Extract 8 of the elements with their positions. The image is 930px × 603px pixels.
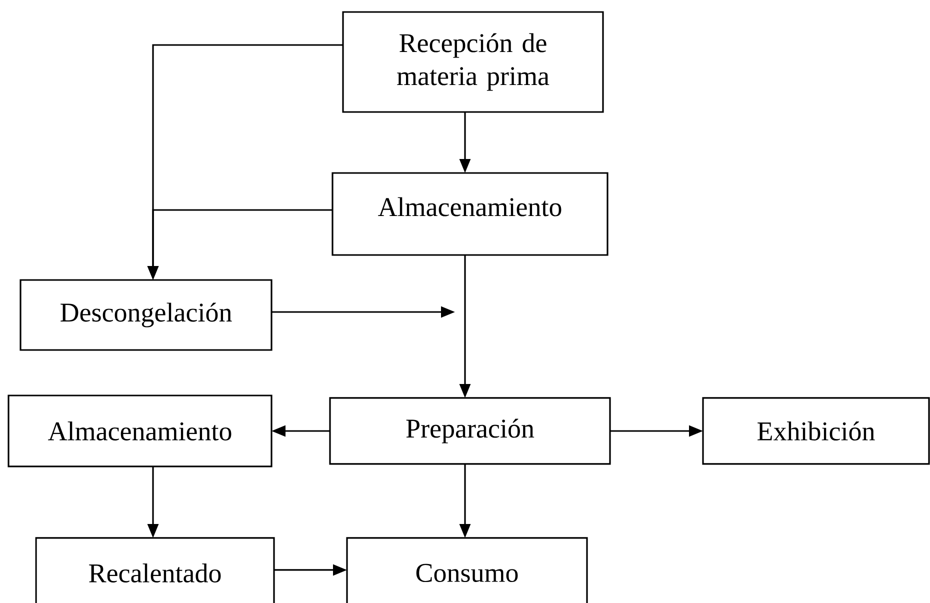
process-box: Consumo [346,537,588,603]
process-box: Exhibición [702,397,930,465]
process-box: Recalentado [35,537,275,603]
process-box: Recepción de materia prima [342,11,604,113]
process-box: Preparación [329,397,611,465]
process-box: Descongelación [20,279,272,351]
process-box: Almacenamiento [332,172,608,256]
process-box: Almacenamiento [8,394,272,468]
